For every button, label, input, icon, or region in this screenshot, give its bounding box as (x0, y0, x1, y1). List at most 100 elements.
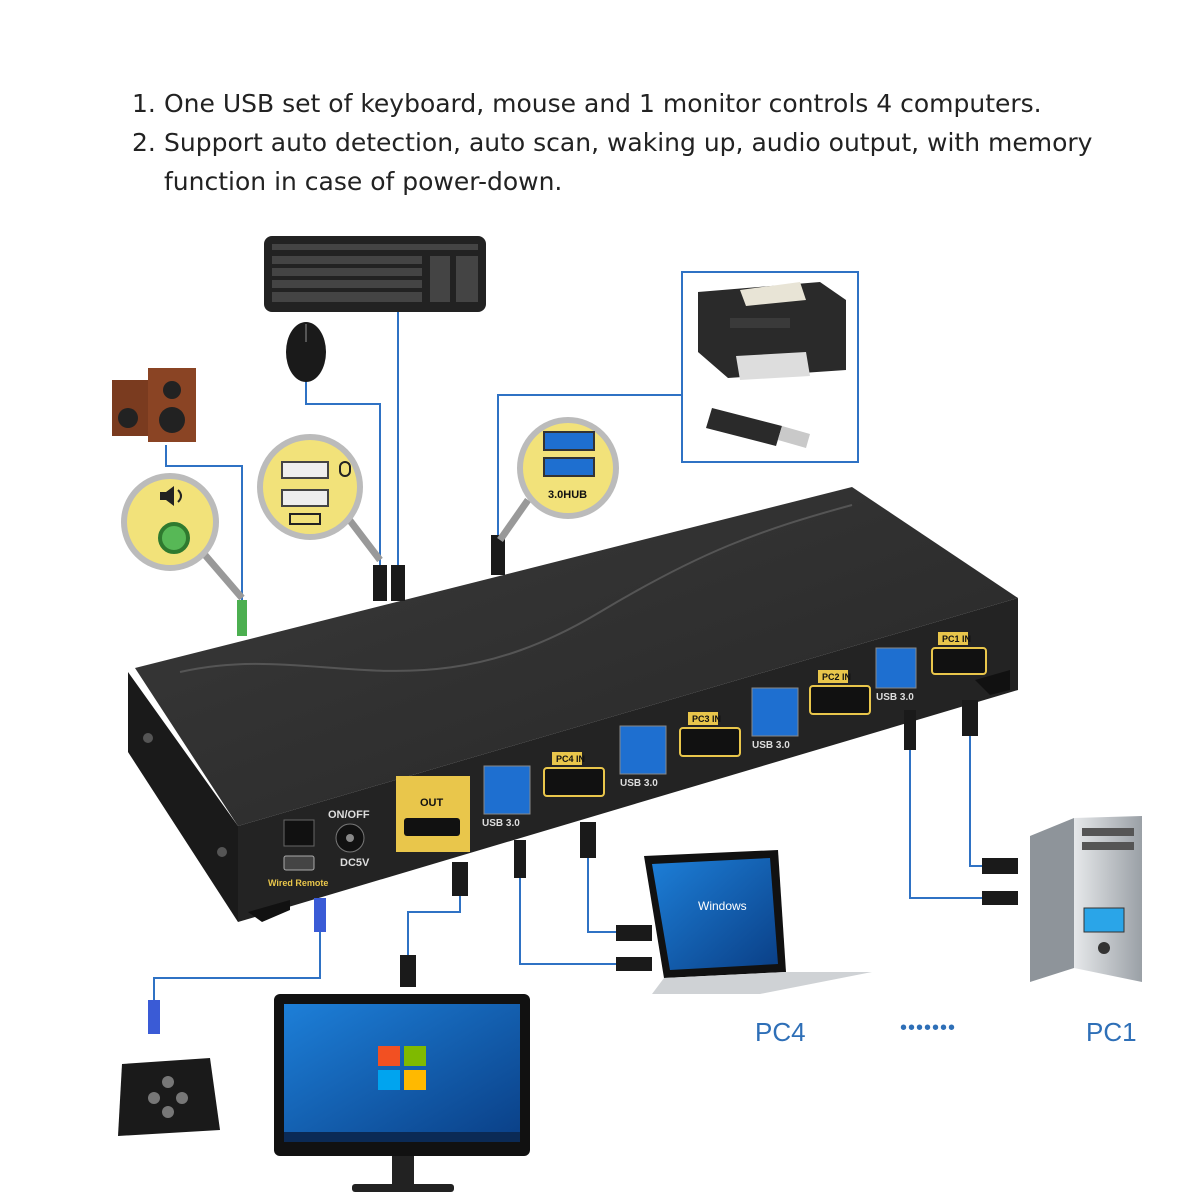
windows-logo-icon (378, 1046, 426, 1090)
switch-top (135, 487, 1018, 826)
hdmi-port-pc4 (543, 767, 605, 797)
hdmi-plug-pc1-tower (982, 858, 1018, 874)
tower-power-button (1098, 942, 1110, 954)
wired-remote (118, 1058, 220, 1136)
front-panel: Wired Remote ON/OFF DC5V OUT USB 3.0 PC4… (268, 632, 987, 888)
usb-label-pc1: USB 3.0 (876, 692, 914, 703)
wired-remote-label: Wired Remote (268, 878, 328, 888)
ellipsis-dots: ••••••• (900, 1017, 957, 1039)
keyboard (264, 236, 486, 312)
keyboard-keys (272, 244, 478, 302)
laptop-base (652, 972, 872, 994)
remote-plug (314, 898, 326, 932)
monitor-screen (284, 1004, 520, 1142)
remote-body (118, 1058, 220, 1136)
usb-plug-pc1-switch (904, 710, 916, 750)
dc-jack-pin (346, 834, 354, 842)
speakers (112, 368, 196, 442)
audio-plug (237, 600, 247, 636)
hdmi-port-pc2 (809, 685, 871, 715)
tower-front (1074, 816, 1142, 982)
usb-km-magnifier (257, 434, 383, 563)
audio-jack-icon (158, 522, 190, 554)
monitor-stand (392, 1156, 414, 1186)
hub-label: 3.0HUB (548, 489, 587, 501)
laptop-screen (652, 858, 778, 970)
hdmi-label-box-pc1 (938, 632, 968, 645)
pc1-usb-cable (909, 710, 985, 899)
remote-cable (153, 905, 321, 1000)
tower-side (1030, 818, 1074, 982)
feature-number: 1. (132, 89, 156, 118)
feature-text: Support auto detection, auto scan, wakin… (164, 128, 1093, 196)
usb-plug-pc4-laptop (616, 957, 652, 971)
switch-foot (248, 900, 290, 922)
monitor (274, 994, 530, 1192)
usb-port-icon (281, 489, 329, 507)
usb-port-pc4 (483, 765, 531, 815)
hdmi-plug-monitor-end (400, 955, 416, 987)
speaker-cable (165, 445, 243, 600)
hdmi-label-box-pc4 (552, 752, 582, 765)
feature-text: One USB set of keyboard, mouse and 1 mon… (164, 89, 1042, 118)
audio-magnifier (121, 473, 245, 601)
usb-plug-hub (491, 535, 505, 575)
power-switch-label: ON/OFF (328, 809, 370, 821)
usb-plug-pc4-switch (514, 840, 526, 878)
usb3-port-icon (543, 457, 595, 477)
hub-cable (497, 394, 682, 545)
usb-port-pc3 (619, 725, 667, 775)
plugs (148, 535, 1018, 1034)
mouse-symbol-icon (339, 461, 351, 477)
usb-plug-pc1-tower (982, 891, 1018, 905)
usb-km-lens (257, 434, 363, 540)
feature-list: 1. One USB set of keyboard, mouse and 1 … (132, 84, 1132, 201)
switch-foot (975, 670, 1010, 695)
pc1-hdmi-cable (969, 712, 985, 867)
hdmi-label-box-pc2 (818, 670, 848, 683)
usb-port-icon (281, 461, 329, 479)
usb-port-pc1 (875, 647, 917, 689)
feature-number: 2. (132, 128, 156, 157)
usb-label-pc4: USB 3.0 (482, 818, 520, 829)
mouse-cable (305, 380, 381, 565)
feature-item-1: 1. One USB set of keyboard, mouse and 1 … (132, 84, 1132, 123)
wired-remote-port (283, 855, 315, 871)
usb-label-pc3: USB 3.0 (620, 778, 658, 789)
keyboard-symbol-icon (289, 513, 321, 525)
feature-item-2: 2. Support auto detection, auto scan, wa… (132, 123, 1132, 201)
hdmi-label-pc3: PC3 IN (692, 714, 721, 724)
laptop-os-label: Windows (698, 899, 747, 913)
usb-plug-mouse (373, 565, 387, 601)
hdmi-label-box-pc3 (688, 712, 718, 725)
laptop-pc4: Windows (644, 850, 872, 994)
printer (698, 282, 846, 380)
hdmi-out-label: OUT (420, 797, 444, 809)
tower-pc1 (1030, 816, 1142, 982)
hdmi-label-pc4: PC4 IN (556, 754, 585, 764)
hdmi-plug-pc4-laptop (616, 925, 652, 941)
hdmi-label-pc2: PC2 IN (822, 672, 851, 682)
mouse (286, 322, 326, 382)
side-screw (217, 847, 227, 857)
pc1-label: PC1 (1086, 1017, 1137, 1047)
peripheral-box (681, 271, 859, 463)
volume-icon (160, 486, 174, 506)
monitor-base (352, 1184, 454, 1192)
hdmi-label-pc1: PC1 IN (942, 634, 971, 644)
pc4-usb-cable (519, 850, 620, 965)
remote-plug-end (148, 1000, 160, 1034)
kvm-switch (128, 487, 1018, 922)
audio-lens (121, 473, 219, 571)
hdmi-port-pc1 (931, 647, 987, 675)
hdmi-out-port (404, 818, 460, 836)
hdmi-plug-monitor (452, 862, 468, 896)
usb-plug-keyboard (391, 565, 405, 601)
tower-display (1083, 907, 1125, 933)
usb-port-pc2 (751, 687, 799, 737)
switch-left-side (128, 672, 238, 922)
side-screw (143, 733, 153, 743)
mouse-body (286, 322, 326, 382)
usb-flash-drive (706, 408, 810, 448)
